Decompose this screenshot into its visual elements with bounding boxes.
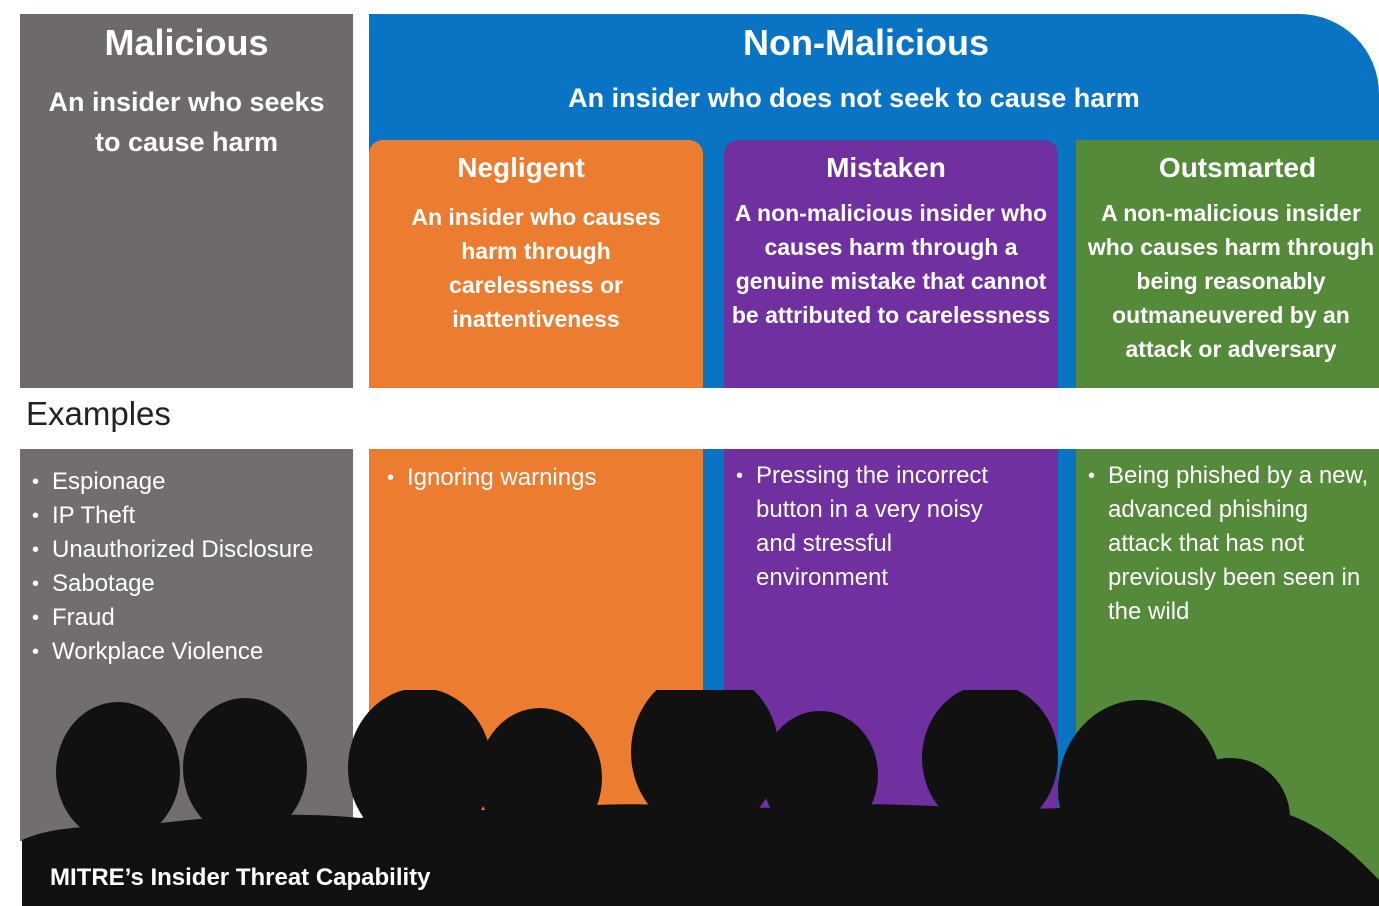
outsmarted-examples-list: Being phished by a new, advanced phishin… (1084, 459, 1369, 629)
crowd-shape (22, 804, 1379, 906)
mistaken-description: A non-malicious insider who causes harm … (731, 200, 1051, 328)
footer-caption: MITRE’s Insider Threat Capability (50, 864, 431, 891)
examples-heading: Examples (26, 395, 171, 432)
outsmarted-title: Outsmarted (1158, 152, 1317, 183)
list-item: Workplace Violence (28, 635, 353, 669)
mistaken-examples-list: Pressing the incorrect button in a very … (732, 459, 1022, 595)
mistaken-panel: Mistaken A non-malicious insider who cau… (724, 140, 1058, 388)
list-item: Fraud (28, 601, 353, 635)
head-silhouette (922, 690, 1058, 832)
negligent-description: An insider who causes harm through carel… (411, 204, 661, 332)
negligent-examples-list: Ignoring warnings (383, 461, 683, 495)
negligent-panel: Negligent An insider who causes harm thr… (369, 140, 703, 388)
non-malicious-description: An insider who does not seek to cause ha… (568, 83, 1140, 113)
malicious-description: An insider who seeks to cause harm (48, 87, 325, 157)
non-malicious-title: Non-Malicious (742, 22, 989, 63)
malicious-panel (20, 14, 353, 388)
list-item: Unauthorized Disclosure (28, 533, 353, 567)
list-item: Sabotage (28, 567, 353, 601)
malicious-examples-list: Espionage IP Theft Unauthorized Disclosu… (28, 465, 353, 669)
outsmarted-panel: Outsmarted A non-malicious insider who c… (1076, 140, 1379, 388)
mistaken-title: Mistaken (826, 152, 946, 183)
head-silhouette (1170, 758, 1290, 878)
list-item: IP Theft (28, 499, 353, 533)
malicious-title: Malicious (104, 22, 269, 63)
list-item: Ignoring warnings (383, 461, 683, 495)
list-item: Pressing the incorrect button in a very … (732, 459, 1022, 595)
audience-silhouettes (22, 690, 1379, 906)
negligent-title: Negligent (457, 152, 585, 183)
outsmarted-description: A non-malicious insider who causes harm … (1087, 200, 1375, 362)
head-silhouette (762, 711, 878, 839)
malicious-examples-panel: Espionage IP Theft Unauthorized Disclosu… (20, 449, 353, 841)
list-item: Being phished by a new, advanced phishin… (1084, 459, 1369, 629)
list-item: Espionage (28, 465, 353, 499)
head-silhouette (183, 698, 307, 838)
head-silhouette (478, 708, 602, 848)
head-silhouette (56, 702, 180, 842)
head-silhouette (348, 690, 492, 848)
head-silhouette (631, 690, 779, 834)
